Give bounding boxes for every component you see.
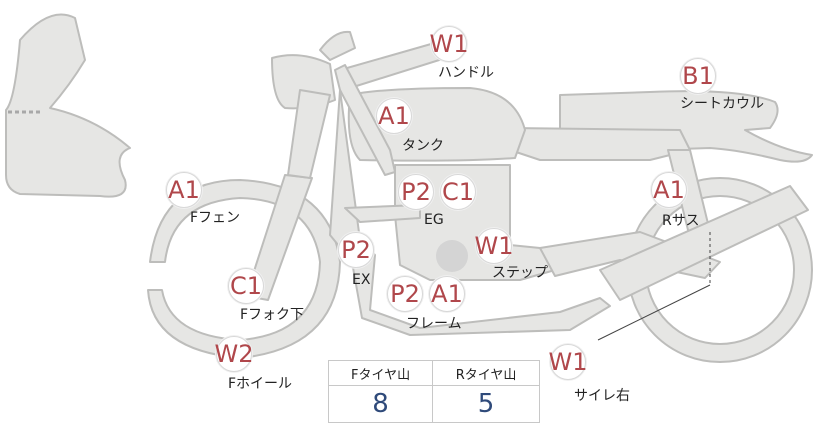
label-silencer: サイレ右	[574, 388, 630, 404]
label-ffender: Fフェン	[190, 210, 241, 226]
label-frame: フレーム	[406, 316, 462, 332]
label-seatcowl: シートカウル	[680, 96, 764, 112]
label-eg: EG	[424, 212, 444, 228]
grade-badge-tank: A1	[376, 98, 412, 134]
grade-badge-frame-2: A1	[429, 276, 465, 312]
grade-badge-eg-1: P2	[398, 174, 434, 210]
handlebar	[319, 30, 356, 61]
grade-badge-step: W1	[475, 228, 514, 264]
front-tire-tread-value: 8	[327, 385, 434, 423]
grade-badge-handle: W1	[430, 26, 469, 62]
grade-badge-fwheel: W2	[215, 336, 254, 372]
rear-tire-tread-header: Rタイヤ山	[432, 360, 540, 386]
label-rsus: Rサス	[662, 213, 700, 229]
grade-badge-seatcowl: B1	[680, 58, 716, 94]
grade-badge-ffender: A1	[166, 172, 202, 208]
grade-badge-silencer: W1	[549, 344, 588, 380]
grade-badge-frame-1: P2	[387, 276, 423, 312]
grade-badge-eg-2: C1	[440, 174, 476, 210]
label-ex: EX	[352, 272, 371, 288]
label-step: ステップ	[492, 265, 548, 281]
label-fwheel: Fホイール	[228, 376, 293, 392]
rear-frame	[509, 127, 691, 161]
label-tank: タンク	[402, 138, 444, 154]
front-tire-tread-header: Fタイヤ山	[327, 360, 434, 386]
label-ffork: Fフォク下	[240, 307, 305, 323]
engine	[394, 164, 556, 281]
muffler	[599, 185, 809, 301]
grade-badge-rsus: A1	[651, 172, 687, 208]
front-fairing	[5, 13, 131, 198]
tire-tread-table: Fタイヤ山 Rタイヤ山 8 5	[327, 360, 540, 423]
grade-badge-ffork: C1	[228, 268, 264, 304]
grade-badge-ex: P2	[338, 232, 374, 268]
label-handle: ハンドル	[438, 65, 494, 81]
rear-tire-tread-value: 5	[432, 385, 540, 423]
